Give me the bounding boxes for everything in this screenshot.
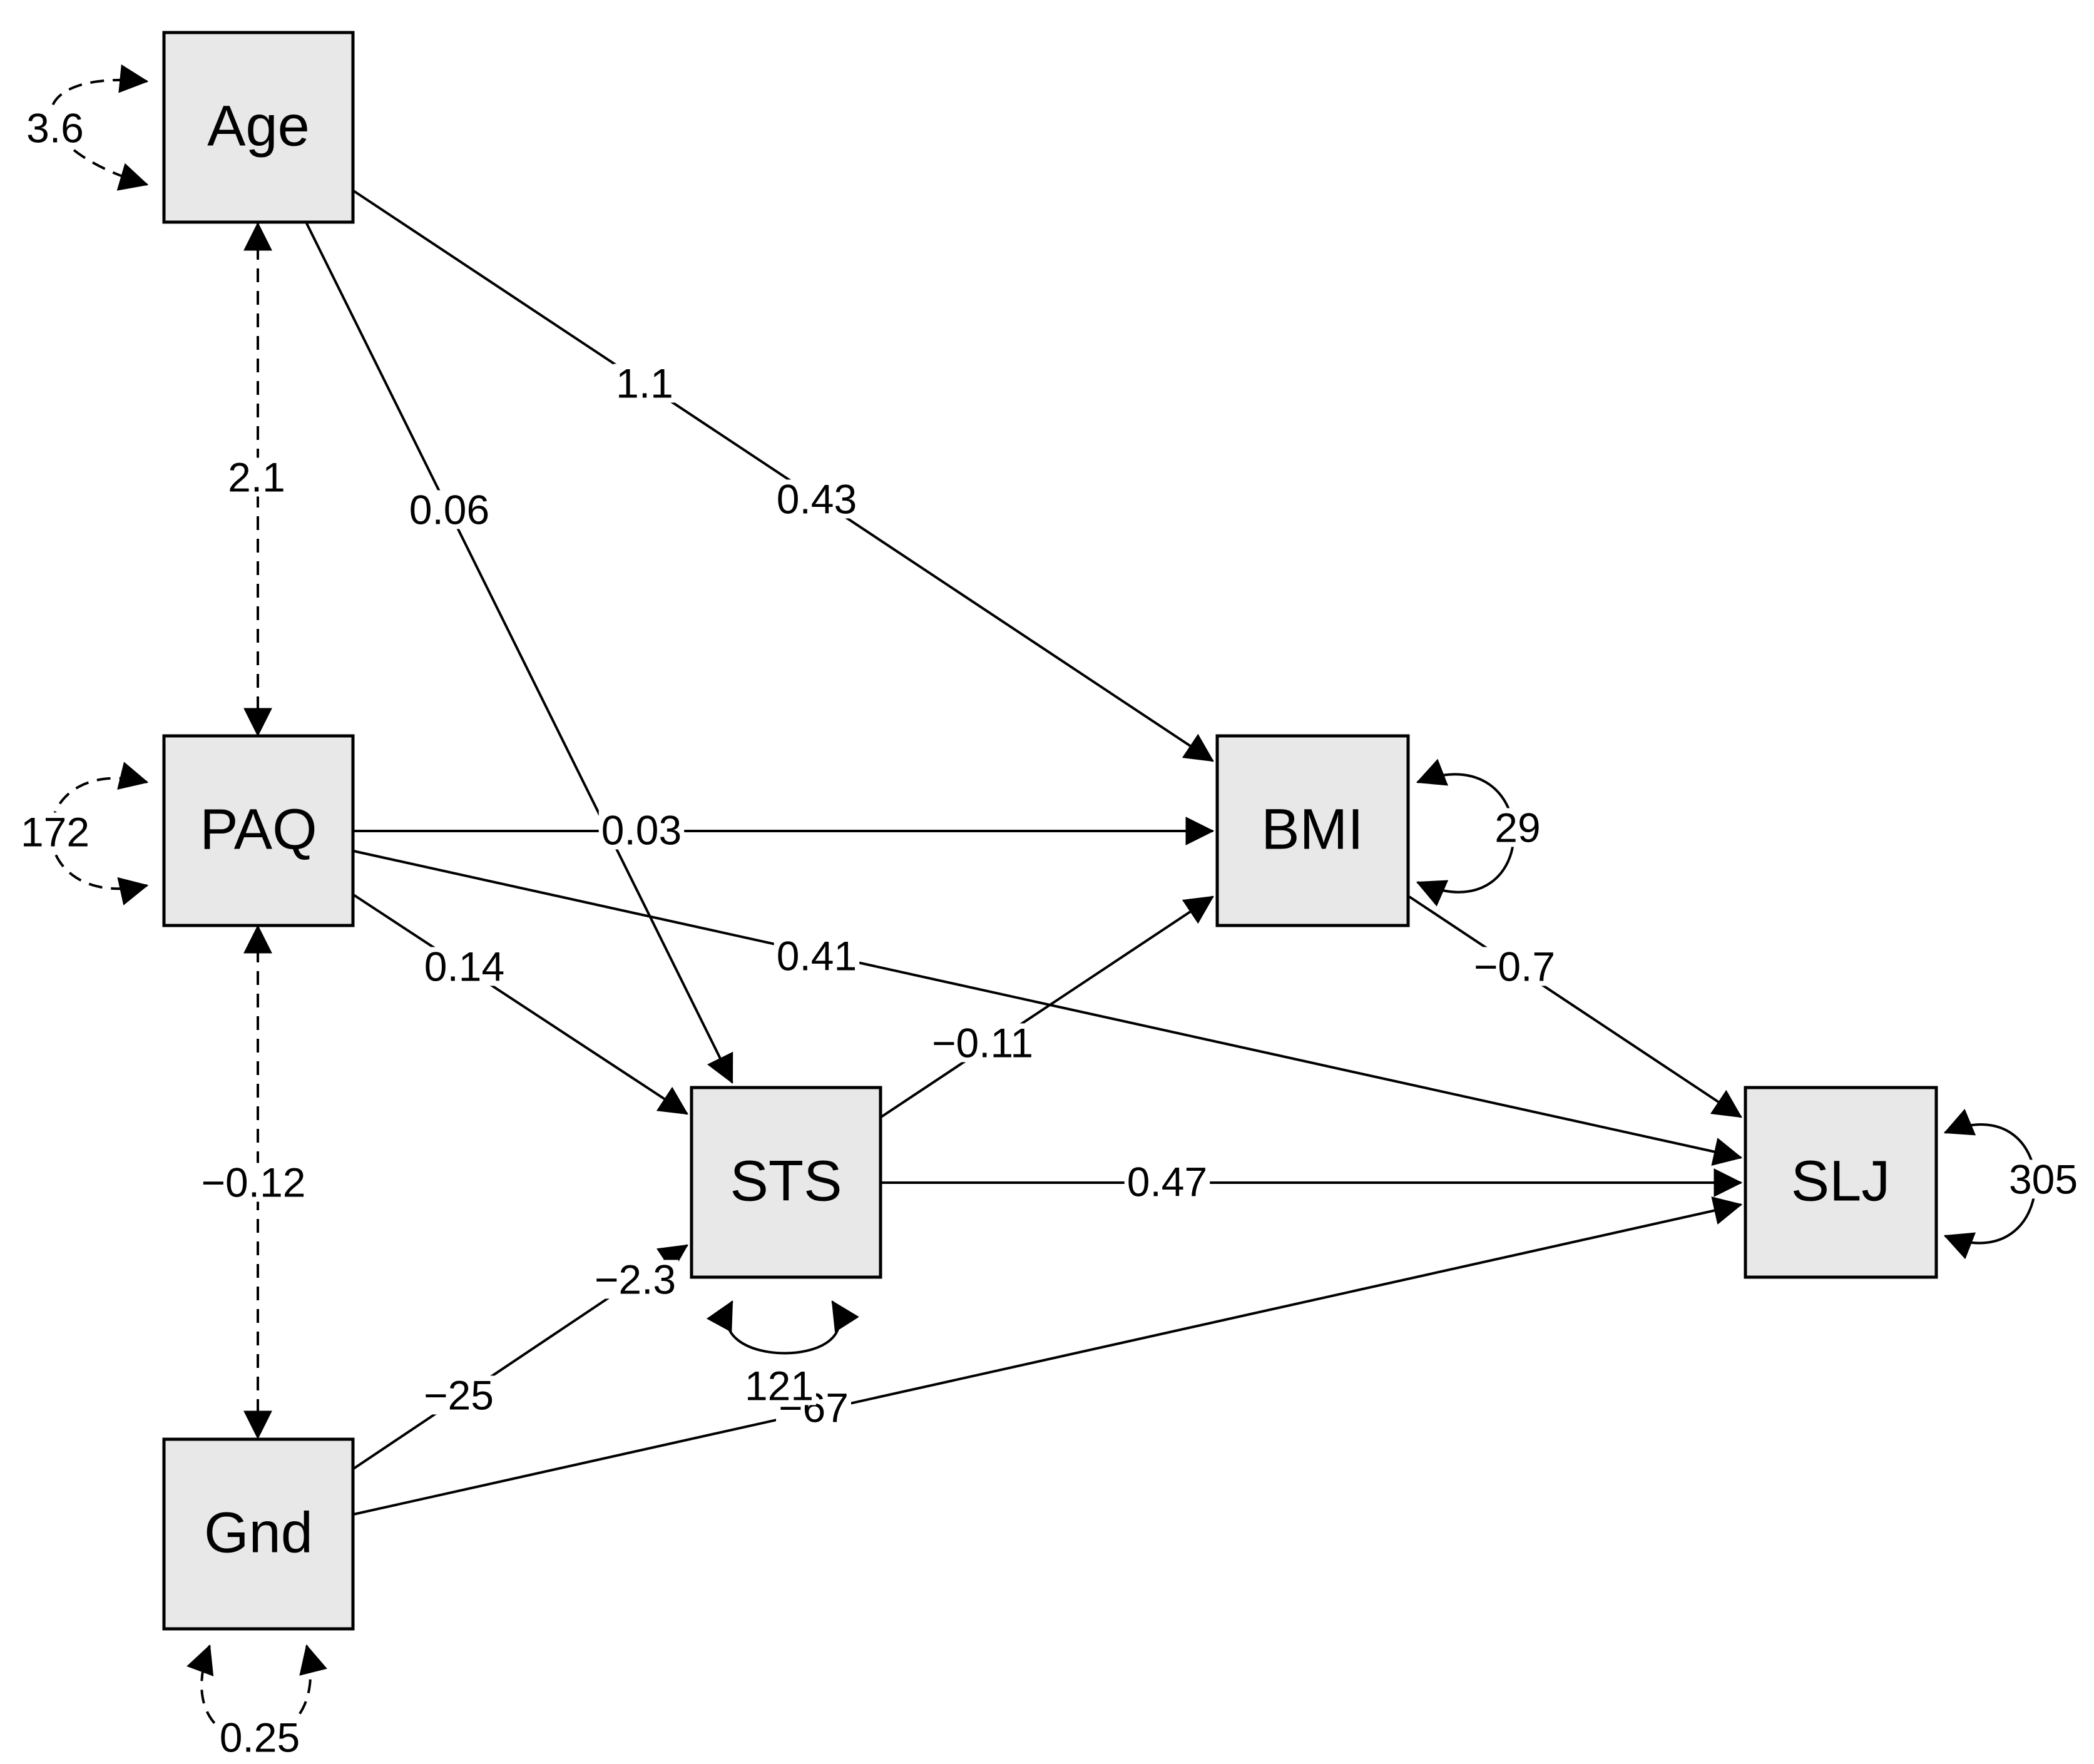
label-backdrop xyxy=(774,479,860,519)
label-backdrop xyxy=(1124,1162,1210,1201)
label-backdrop xyxy=(2006,1160,2081,1199)
coef-gnd-sts-2: −2.3 xyxy=(595,1256,676,1302)
variance-loop-paq xyxy=(49,762,149,905)
path-paq-slj xyxy=(353,850,1743,1166)
node-label: PAQ xyxy=(200,797,317,861)
path-paq-sts xyxy=(352,894,688,1115)
path-sts-bmi xyxy=(880,895,1214,1118)
label-backdrop xyxy=(929,1023,1036,1063)
label-backdrop xyxy=(198,1163,309,1202)
coef-gnd-sts-1: −25 xyxy=(424,1372,494,1418)
coef-paq-bmi: 0.03 xyxy=(601,807,682,853)
label-backdrop xyxy=(18,812,93,852)
path-age-bmi xyxy=(352,190,1214,762)
label-backdrop xyxy=(24,108,86,148)
label-backdrop xyxy=(1492,808,1543,847)
edge-labels: 1.1 0.43 0.06 0.03 0.41 0.14 −0.11 0.47 … xyxy=(18,105,2081,1760)
label-backdrop xyxy=(406,490,493,529)
coef-age-bmi-2: 0.43 xyxy=(777,476,857,522)
var-paq: 172 xyxy=(21,808,89,855)
node-label: SLJ xyxy=(1791,1149,1891,1213)
var-sts: 121 xyxy=(745,1362,814,1409)
coef-paq-slj: 0.41 xyxy=(777,932,857,979)
node-label: BMI xyxy=(1261,797,1364,861)
coef-sts-bmi: −0.11 xyxy=(932,1019,1033,1066)
label-backdrop xyxy=(774,936,860,976)
coef-sts-slj: 0.47 xyxy=(1127,1158,1207,1205)
label-backdrop xyxy=(598,810,685,850)
var-age: 3.6 xyxy=(26,105,84,151)
cov-paq-gnd: −0.12 xyxy=(202,1159,306,1205)
coef-age-sts: 0.06 xyxy=(409,486,489,533)
label-backdrop xyxy=(421,947,508,986)
coef-age-bmi-1: 1.1 xyxy=(616,360,673,406)
label-backdrop xyxy=(1471,947,1558,986)
label-backdrop xyxy=(421,1375,496,1415)
node-age: Age xyxy=(162,31,355,224)
node-label: Age xyxy=(207,94,310,158)
label-backdrop xyxy=(225,457,288,497)
coef-paq-sts: 0.14 xyxy=(424,943,504,989)
label-backdrop xyxy=(613,364,676,403)
label-backdrop xyxy=(217,1718,303,1757)
node-label: Gnd xyxy=(204,1501,313,1564)
node-paq: PAQ xyxy=(162,734,355,927)
path-gnd-slj xyxy=(353,1196,1743,1516)
node-gnd: Gnd xyxy=(162,1437,355,1631)
var-bmi: 29 xyxy=(1494,804,1540,850)
var-gnd: 0.25 xyxy=(220,1714,300,1760)
variance-loop-sts xyxy=(706,1300,859,1355)
node-sts: STS xyxy=(690,1086,882,1279)
label-backdrop xyxy=(742,1366,817,1405)
path-bmi-slj xyxy=(1408,895,1742,1118)
coef-bmi-slj: −0.7 xyxy=(1474,943,1555,989)
node-slj: SLJ xyxy=(1744,1086,1938,1279)
node-label: STS xyxy=(730,1149,842,1213)
cov-age-paq: 2.1 xyxy=(228,454,285,500)
var-slj: 305 xyxy=(2009,1156,2078,1202)
node-bmi: BMI xyxy=(1215,734,1410,927)
label-backdrop xyxy=(591,1260,679,1299)
path-age-sts xyxy=(305,223,733,1084)
